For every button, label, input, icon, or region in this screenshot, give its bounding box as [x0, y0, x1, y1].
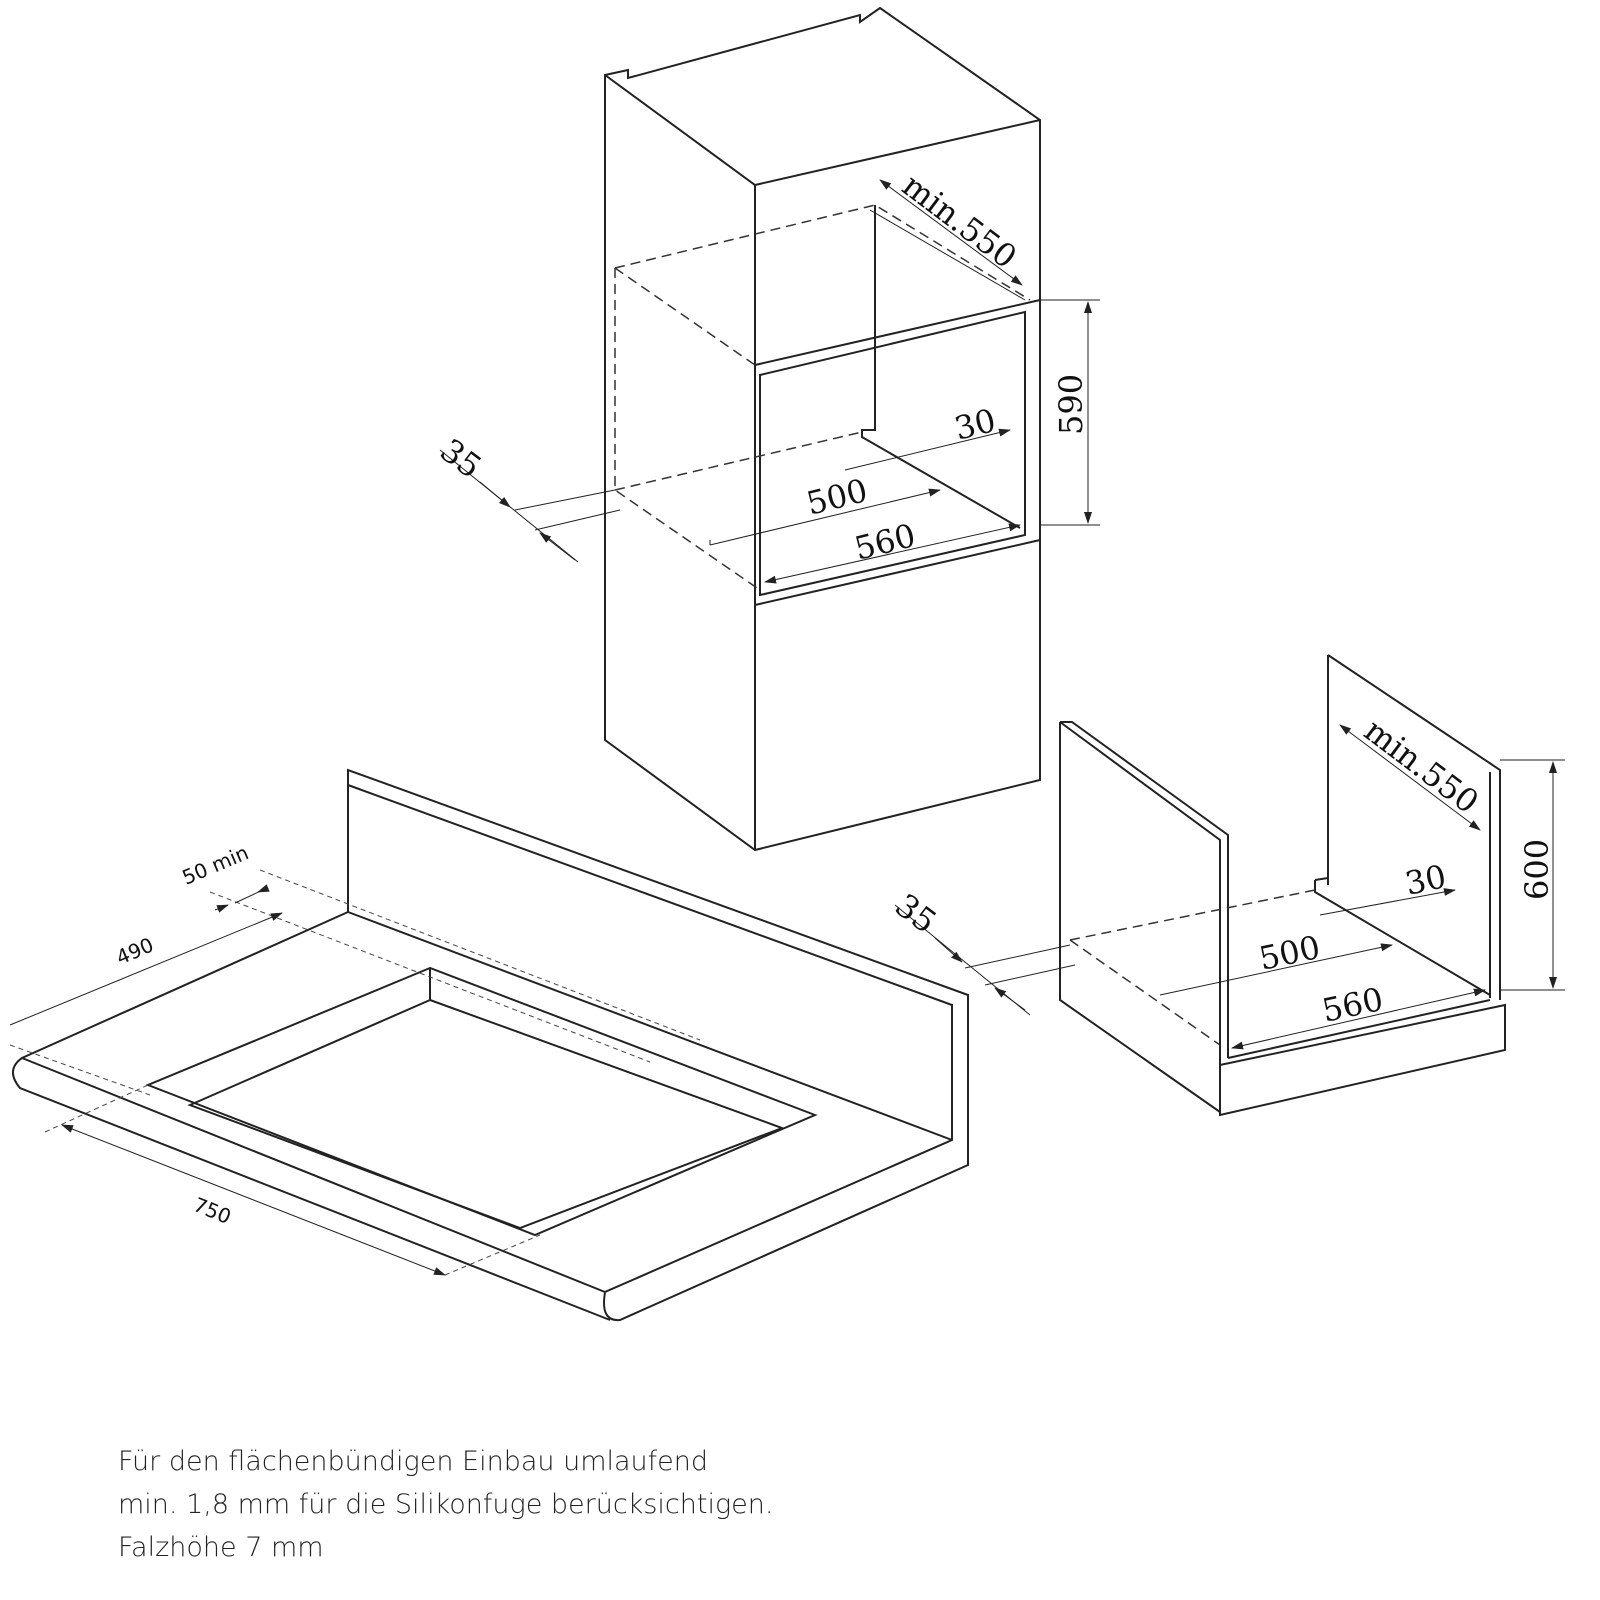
tall-offset-label: 35 [433, 431, 488, 486]
tall-rail-label: 30 [951, 401, 1000, 448]
tall-cabinet: min.550 590 30 500 560 35 [433, 6, 1100, 852]
base-width-label: 560 [1319, 980, 1387, 1030]
base-inner-width-label: 500 [1256, 928, 1324, 978]
base-height-label: 600 [1518, 839, 1556, 900]
worktop-width-label: 750 [190, 1192, 234, 1229]
tall-height-label: 590 [1052, 374, 1090, 435]
installation-note: Für den flächenbündigen Einbau umlaufend… [118, 1440, 773, 1569]
base-depth-label: min.550 [1357, 711, 1486, 821]
tall-depth-label: min.550 [895, 166, 1024, 276]
worktop-depth-label: 490 [113, 933, 158, 970]
note-line-2: min. 1,8 mm für die Silikonfuge berücksi… [118, 1489, 774, 1520]
note-line-3: Falzhöhe 7 mm [118, 1532, 324, 1563]
base-offset-label: 35 [888, 886, 943, 941]
worktop-margin-label: 50 min [179, 840, 252, 889]
worktop: 490 50 min 750 [9, 768, 969, 1322]
tall-width-label: 560 [851, 516, 919, 568]
base-cabinet: min.550 600 30 500 560 35 [888, 654, 1565, 1117]
base-rail-label: 30 [1402, 857, 1450, 903]
note-line-1: Für den flächenbündigen Einbau umlaufend [118, 1446, 709, 1477]
tall-inner-width-label: 500 [803, 471, 871, 523]
